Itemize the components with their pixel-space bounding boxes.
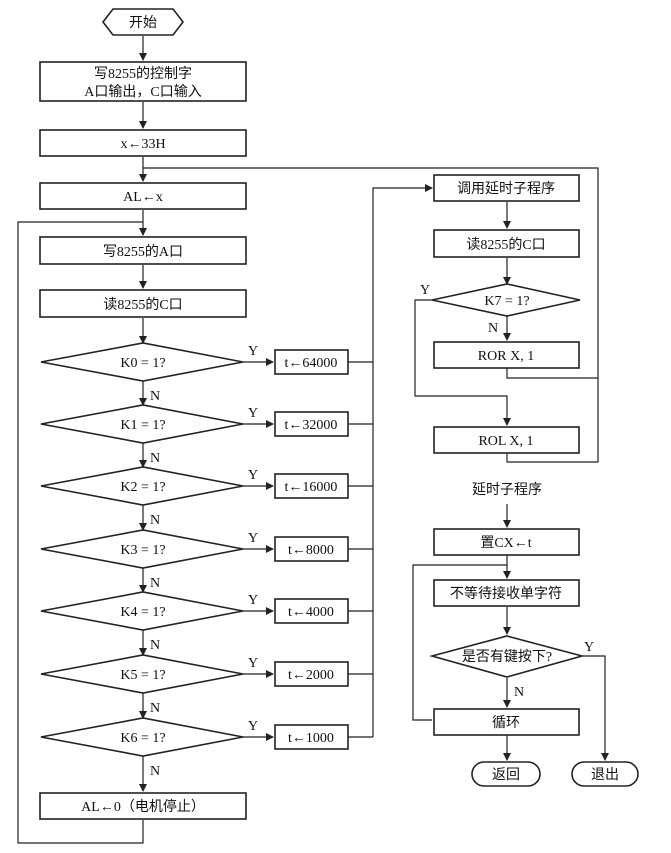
t4-assign-label: t←4000 xyxy=(288,605,334,620)
k5-decision: K5 = 1? xyxy=(40,654,244,694)
t2-assign-box: t←16000 xyxy=(274,473,349,499)
k-decisions: K0 = 1? Y N K1 = 1? Y N K2 = 1? Y N K3 = 1? Y N K4 =… xyxy=(40,342,258,779)
svg-text:AL←0（电机停止）: AL←0（电机停止） xyxy=(81,798,205,815)
write-port-a-box: 写8255的A口 xyxy=(39,236,247,265)
t4-assign-box: t←4000 xyxy=(274,598,349,624)
rol-box: ROL X, 1 xyxy=(433,426,580,454)
call-delay-box: 调用延时子程序 xyxy=(433,174,580,202)
k6-yes-label: Y xyxy=(248,719,258,734)
k0-decision-label: K0 = 1? xyxy=(120,356,165,371)
t3-assign-box: t←8000 xyxy=(274,536,349,562)
k6-decision: K6 = 1? xyxy=(40,717,244,757)
k0-no-label: N xyxy=(150,389,160,404)
svg-text:ROR X, 1: ROR X, 1 xyxy=(478,349,534,364)
connector-lines xyxy=(17,36,609,844)
k3-decision-label: K3 = 1? xyxy=(120,543,165,558)
svg-text:是否有键按下?: 是否有键按下? xyxy=(462,649,552,665)
key-yes-label: Y xyxy=(584,640,594,655)
k0-yes-label: Y xyxy=(248,344,258,359)
svg-text:循环: 循环 xyxy=(492,715,520,731)
k3-decision: K3 = 1? xyxy=(40,529,244,569)
svg-text:返回: 返回 xyxy=(492,767,520,783)
set-cx-box: 置CX←t xyxy=(433,528,580,556)
motor-stop-box: AL←0（电机停止） xyxy=(39,792,247,820)
svg-text:写8255的控制字: 写8255的控制字 xyxy=(94,66,192,82)
k5-no-label: N xyxy=(150,701,160,716)
read-port-c-right-box: 读8255的C口 xyxy=(433,229,580,258)
t5-assign-box: t←2000 xyxy=(274,661,349,687)
k1-yes-label: Y xyxy=(248,406,258,421)
t-assign-boxes: t←64000 t←32000 t←16000 t←8000 t←4000 t←2000 t… xyxy=(274,349,349,750)
k7-yes-label: Y xyxy=(420,283,430,298)
k4-no-label: N xyxy=(150,638,160,653)
svg-text:读8255的C口: 读8255的C口 xyxy=(103,296,182,313)
k2-yes-label: Y xyxy=(248,468,258,483)
svg-text:调用延时子程序: 调用延时子程序 xyxy=(457,181,555,197)
svg-text:开始: 开始 xyxy=(129,15,157,31)
write-control-word-box: 写8255的控制字 A口输出，C口输入 xyxy=(39,61,247,102)
start-terminal: 开始 xyxy=(101,8,185,36)
t0-assign-label: t←64000 xyxy=(285,356,338,371)
svg-text:写8255的A口: 写8255的A口 xyxy=(103,244,183,260)
k4-decision-label: K4 = 1? xyxy=(120,605,165,620)
k5-yes-label: Y xyxy=(248,656,258,671)
k3-yes-label: Y xyxy=(248,531,258,546)
k1-no-label: N xyxy=(150,451,160,466)
al-x-box: AL←x xyxy=(39,182,247,210)
k6-decision-label: K6 = 1? xyxy=(120,731,165,746)
svg-text:K7 = 1?: K7 = 1? xyxy=(484,294,529,309)
loop-box: 循环 xyxy=(433,708,580,736)
t2-assign-label: t←16000 xyxy=(285,480,338,495)
svg-text:读8255的C口: 读8255的C口 xyxy=(466,236,545,253)
t0-assign-box: t←64000 xyxy=(274,349,349,375)
svg-text:置CX←t: 置CX←t xyxy=(480,535,531,551)
t6-assign-box: t←1000 xyxy=(274,724,349,750)
k7-decision: K7 = 1? xyxy=(431,283,581,317)
x-init-box: x←33H xyxy=(39,129,247,157)
k2-decision-label: K2 = 1? xyxy=(120,480,165,495)
return-terminal: 返回 xyxy=(471,761,541,787)
ror-box: ROR X, 1 xyxy=(433,341,580,369)
k4-decision: K4 = 1? xyxy=(40,591,244,631)
read-port-c-box: 读8255的C口 xyxy=(39,289,247,318)
k1-decision-label: K1 = 1? xyxy=(120,418,165,433)
svg-text:A口输出，C口输入: A口输出，C口输入 xyxy=(84,84,201,100)
svg-text:不等待接收单字符: 不等待接收单字符 xyxy=(450,585,562,602)
key-no-label: N xyxy=(514,685,524,700)
k7-no-label: N xyxy=(488,321,498,336)
svg-text:退出: 退出 xyxy=(591,767,619,783)
t6-assign-label: t←1000 xyxy=(288,731,334,746)
delay-subroutine-title: 延时子程序 xyxy=(472,482,542,498)
t5-assign-label: t←2000 xyxy=(288,668,334,683)
k6-no-label: N xyxy=(150,764,160,779)
k0-decision: K0 = 1? xyxy=(40,342,244,382)
key-pressed-decision: 是否有键按下? xyxy=(428,635,586,678)
k4-yes-label: Y xyxy=(248,593,258,608)
k2-decision: K2 = 1? xyxy=(40,466,244,506)
k2-no-label: N xyxy=(150,513,160,528)
wait-char-box: 不等待接收单字符 xyxy=(433,579,580,607)
exit-terminal: 退出 xyxy=(571,761,639,787)
svg-text:x←33H: x←33H xyxy=(120,137,165,152)
k3-no-label: N xyxy=(150,576,160,591)
t3-assign-label: t←8000 xyxy=(288,543,334,558)
k5-decision-label: K5 = 1? xyxy=(120,668,165,683)
t1-assign-label: t←32000 xyxy=(285,418,338,433)
k1-decision: K1 = 1? xyxy=(40,404,244,444)
t1-assign-box: t←32000 xyxy=(274,411,349,437)
svg-text:AL←x: AL←x xyxy=(123,190,163,205)
svg-text:ROL X, 1: ROL X, 1 xyxy=(478,434,533,449)
